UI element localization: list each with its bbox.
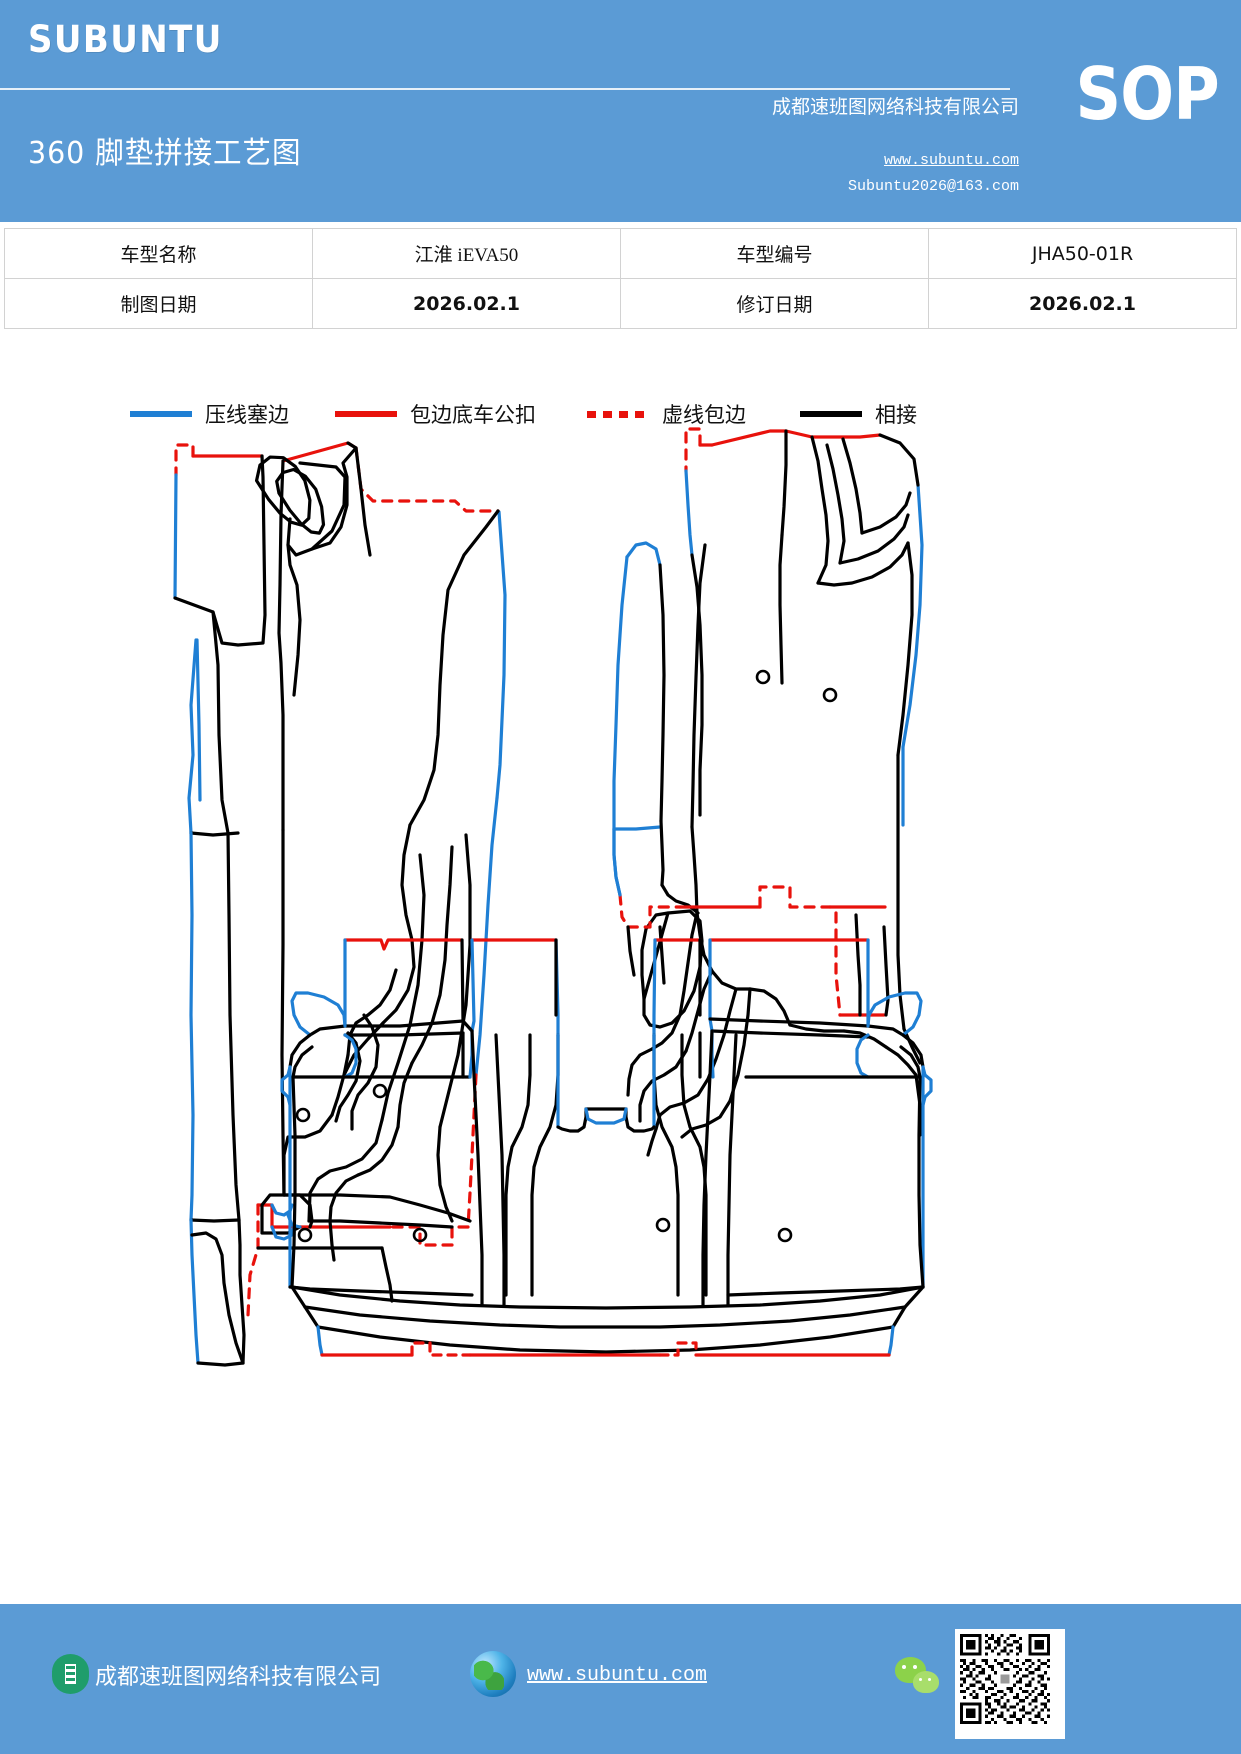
cell-model-name-value: 江淮 iEVA50 bbox=[312, 228, 621, 279]
legend-label: 虚线包边 bbox=[662, 403, 746, 427]
cell-model-code-label: 车型编号 bbox=[620, 228, 929, 279]
cell-model-code-value: JHA50-01R bbox=[928, 228, 1237, 279]
legend-label: 压线塞边 bbox=[205, 403, 289, 427]
floor-mat-technical-drawing bbox=[0, 415, 1241, 1415]
globe-icon bbox=[470, 1651, 516, 1697]
qr-code-svg bbox=[960, 1634, 1050, 1724]
page-header: SUBUNTU 360 脚垫拼接工艺图 SOP 成都速班图网络科技有限公司 ww… bbox=[0, 0, 1241, 222]
legend: 压线塞边 包边底车公扣 虚线包边 相接 bbox=[0, 392, 1241, 436]
page-footer: 成都速班图网络科技有限公司 www.subuntu.com bbox=[0, 1604, 1241, 1754]
vehicle-info-table: 车型名称 江淮 iEVA50 车型编号 JHA50-01R 制图日期 2026.… bbox=[4, 228, 1237, 329]
sop-badge: SOP bbox=[1075, 52, 1220, 136]
legend-swatch-solid-black-icon bbox=[800, 411, 862, 417]
table-row: 车型名称 江淮 iEVA50 车型编号 JHA50-01R bbox=[4, 228, 1237, 279]
footer-website-link[interactable]: www.subuntu.com bbox=[527, 1664, 708, 1687]
cell-revision-date-label: 修订日期 bbox=[620, 278, 929, 329]
page-title: 360 脚垫拼接工艺图 bbox=[28, 136, 302, 171]
front-right-mat-panel bbox=[612, 427, 924, 1157]
header-email: Subuntu2026@163.com bbox=[847, 178, 1019, 195]
cell-revision-date-value: 2026.02.1 bbox=[928, 278, 1237, 329]
building-icon bbox=[52, 1654, 89, 1694]
header-website-link[interactable]: www.subuntu.com bbox=[883, 152, 1019, 169]
cell-draw-date-value: 2026.02.1 bbox=[312, 278, 621, 329]
legend-label: 相接 bbox=[875, 403, 917, 427]
table-row: 制图日期 2026.02.1 修订日期 2026.02.1 bbox=[4, 278, 1237, 329]
legend-swatch-solid-red-icon bbox=[335, 411, 397, 417]
mat-pattern-svg bbox=[173, 427, 933, 1367]
rear-mat-panel bbox=[280, 938, 933, 1357]
legend-item-binding-clip: 包边底车公扣 bbox=[335, 392, 536, 436]
legend-swatch-solid-blue-icon bbox=[130, 411, 192, 417]
legend-swatch-dotted-red-icon bbox=[587, 410, 649, 418]
cell-model-name-label: 车型名称 bbox=[4, 228, 313, 279]
legend-item-dashed-binding: 虚线包边 bbox=[587, 392, 746, 436]
front-left-mat-panel bbox=[173, 441, 507, 1367]
qr-code bbox=[955, 1629, 1065, 1739]
wechat-icon bbox=[895, 1657, 947, 1699]
header-divider bbox=[0, 88, 1010, 90]
footer-company-name: 成都速班图网络科技有限公司 bbox=[95, 1664, 382, 1689]
brand-logo: SUBUNTU bbox=[28, 18, 223, 61]
legend-item-press-edge: 压线塞边 bbox=[130, 392, 289, 436]
cell-draw-date-label: 制图日期 bbox=[4, 278, 313, 329]
header-company-name: 成都速班图网络科技有限公司 bbox=[771, 97, 1019, 118]
legend-item-seam: 相接 bbox=[800, 392, 917, 436]
legend-label: 包边底车公扣 bbox=[410, 403, 536, 427]
